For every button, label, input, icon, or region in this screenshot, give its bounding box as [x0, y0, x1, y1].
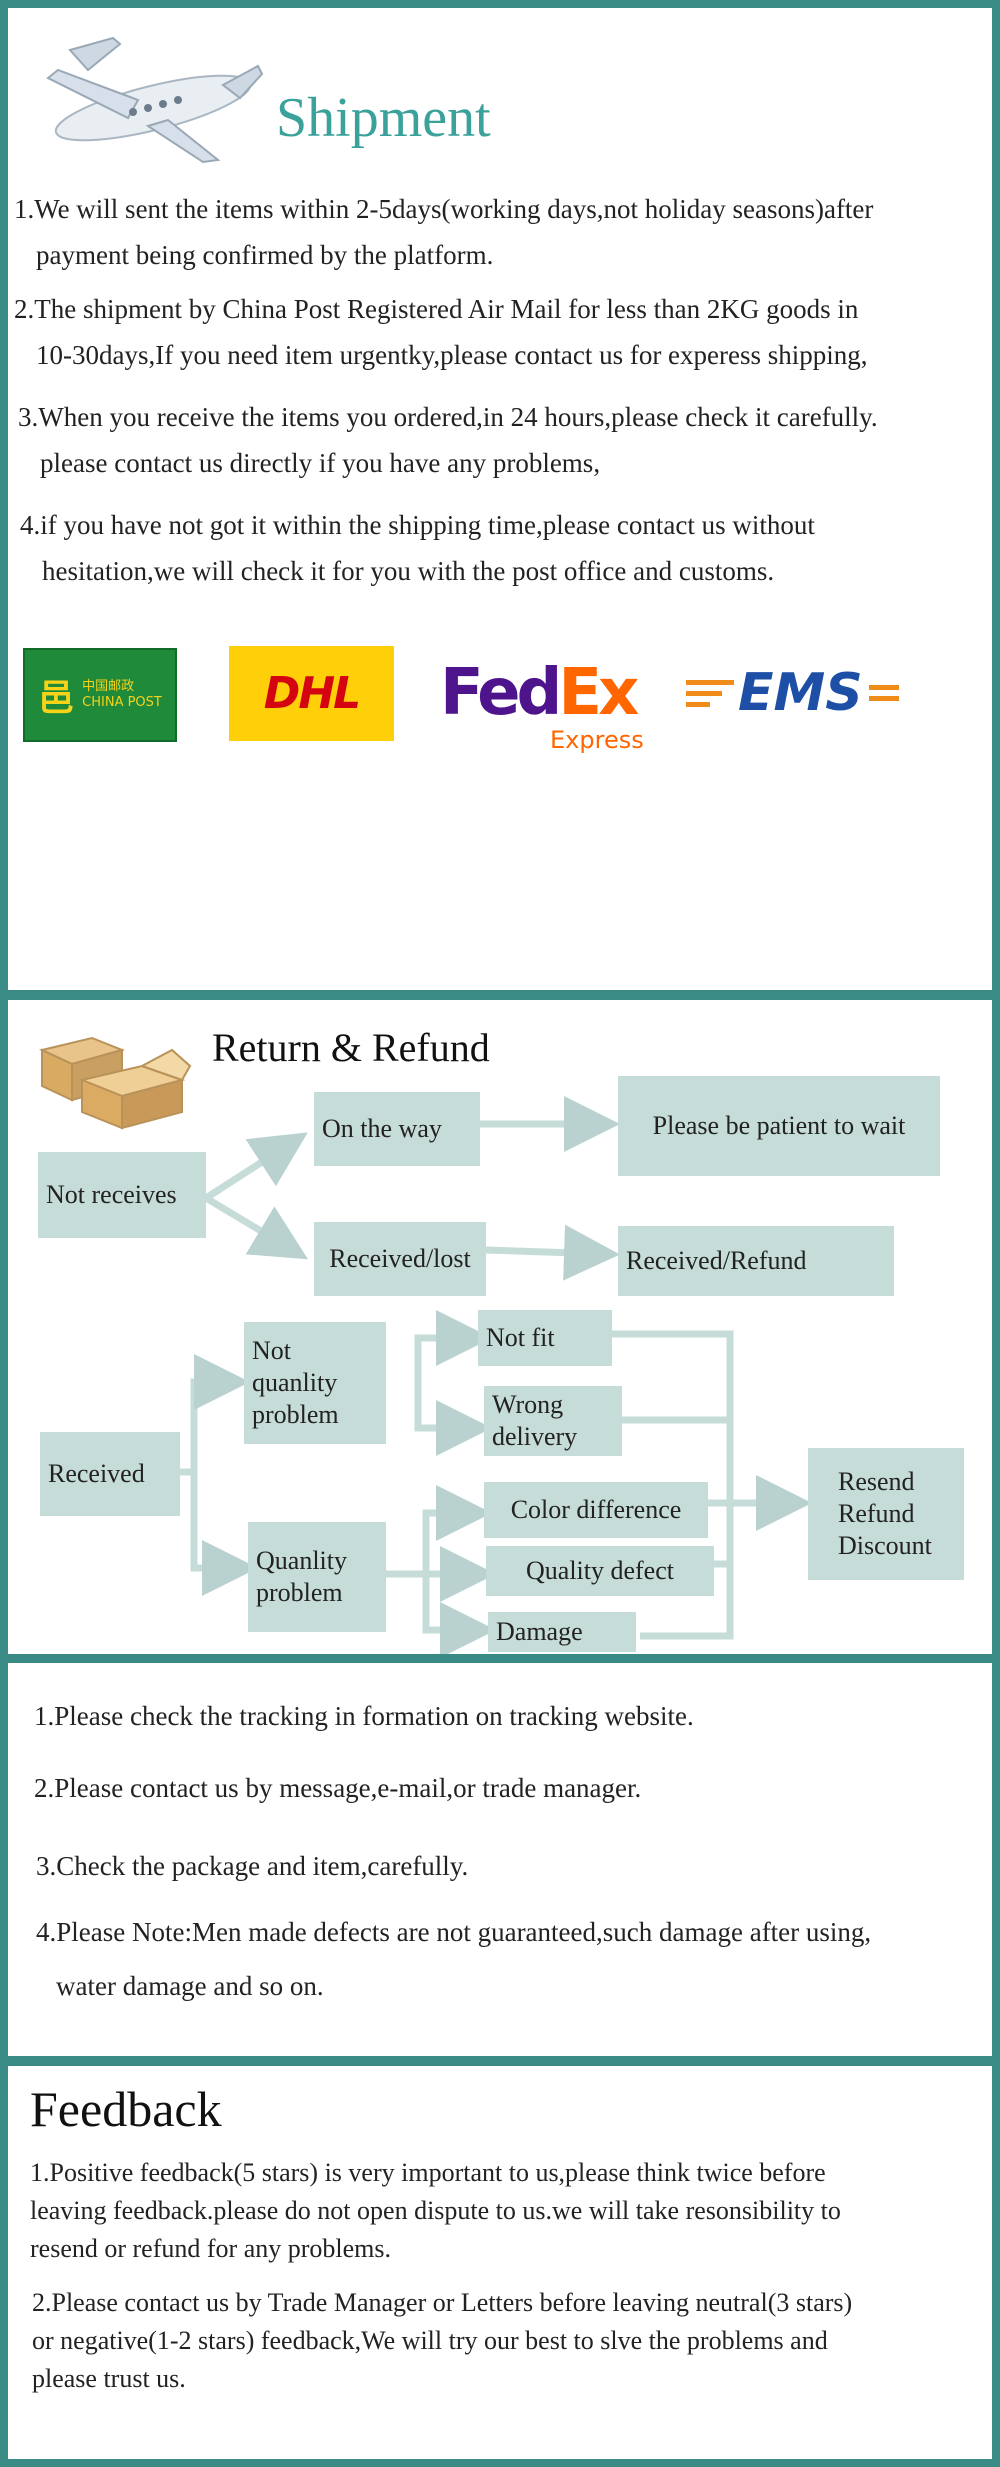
dhl-logo-text: DHL	[263, 668, 361, 719]
feedback-item-2-line3: please trust us.	[32, 2364, 186, 2393]
china-post-logo: ⾢ 中国邮政 CHINA POST	[23, 648, 177, 742]
flow-quality-defect-label: Quality defect	[526, 1556, 674, 1585]
return-refund-title: Return & Refund	[212, 1025, 490, 1070]
boxes-icon	[38, 1036, 192, 1130]
shipment-item-1-line2: payment being confirmed by the platform.	[36, 240, 494, 270]
tip-4: 4.Please Note:Men made defects are not g…	[36, 1917, 872, 1947]
flow-resend-refund-discount: Resend Refund Discount	[808, 1448, 964, 1580]
feedback-item-2-line2: or negative(1-2 stars) feedback,We will …	[32, 2326, 828, 2355]
flow-damage: Damage	[488, 1612, 636, 1652]
feedback-item-1-line3: resend or refund for any problems.	[30, 2234, 391, 2263]
flow-quality-problem-label: Quanlity problem	[256, 1546, 347, 1607]
feedback-item-1-line2: leaving feedback.please do not open disp…	[30, 2196, 841, 2225]
flow-be-patient: Please be patient to wait	[618, 1076, 940, 1176]
flow-wrong-delivery: Wrong delivery	[484, 1386, 622, 1456]
flow-not-receives-label: Not receives	[46, 1180, 177, 1209]
flow-on-the-way-label: On the way	[322, 1114, 442, 1143]
shipment-item-3-line2: please contact us directly if you have a…	[40, 448, 601, 478]
tip-1: 1.Please check the tracking in formation…	[34, 1701, 694, 1731]
ems-logo-text: EMS	[738, 663, 863, 723]
flow-received-lost: Received/lost	[314, 1222, 486, 1296]
flow-arrows	[180, 1096, 812, 1654]
tip-3: 3.Check the package and item,carefully.	[36, 1851, 469, 1881]
fedex-logo-fed: Fed	[440, 656, 562, 730]
fedex-logo-ex: Ex	[558, 656, 639, 730]
flow-damage-label: Damage	[496, 1617, 583, 1646]
shipment-item-1: 1.We will sent the items within 2-5days(…	[14, 186, 974, 278]
flow-not-fit-label: Not fit	[486, 1323, 555, 1352]
feedback-item-1-line1: 1.Positive feedback(5 stars) is very imp…	[30, 2158, 826, 2187]
flow-quality-problem: Quanlity problem	[248, 1522, 386, 1632]
shipment-item-4: 4.if you have not got it within the ship…	[20, 502, 980, 594]
china-post-logo-text: 中国邮政	[82, 679, 135, 694]
tip-2: 2.Please contact us by message,e-mail,or…	[34, 1773, 642, 1803]
shipment-item-3: 3.When you receive the items you ordered…	[18, 394, 978, 486]
ems-logo: EMS	[686, 658, 899, 728]
shipment-panel: Shipment 1.We will sent the items within…	[8, 8, 992, 990]
shipment-item-4-line1: 4.if you have not got it within the ship…	[20, 510, 815, 540]
feedback-title: Feedback	[30, 2081, 222, 2137]
flow-not-fit: Not fit	[478, 1310, 612, 1366]
ems-stripes-icon	[686, 679, 734, 707]
flow-wrong-delivery-label: Wrong delivery	[492, 1390, 578, 1451]
feedback-item-2: 2.Please contact us by Trade Manager or …	[32, 2284, 987, 2398]
flow-color-difference-label: Color difference	[510, 1495, 682, 1524]
shipment-item-2: 2.The shipment by China Post Registered …	[14, 286, 974, 378]
tip-4-cont: water damage and so on.	[56, 1971, 324, 2001]
flow-received-refund-label: Received/Refund	[626, 1246, 807, 1275]
flow-received-label: Received	[48, 1459, 145, 1488]
flow-not-quality-problem: Not quanlity problem	[244, 1322, 386, 1444]
shipment-item-3-line1: 3.When you receive the items you ordered…	[18, 402, 878, 432]
feedback-panel: Feedback 1.Positive feedback(5 stars) is…	[8, 2066, 992, 2459]
fedex-logo: FedEx Express	[440, 656, 660, 754]
shipment-item-4-line2: hesitation,we will check it for you with…	[42, 556, 775, 586]
feedback-item-2-line1: 2.Please contact us by Trade Manager or …	[32, 2288, 853, 2317]
china-post-logo-sub: CHINA POST	[82, 695, 162, 710]
tips-panel: 1.Please check the tracking in formation…	[8, 1663, 992, 2056]
flow-be-patient-label: Please be patient to wait	[652, 1111, 906, 1140]
flow-received: Received	[40, 1432, 180, 1516]
flow-resend-refund-discount-label: Resend Refund Discount	[838, 1467, 932, 1560]
fedex-logo-sub: Express	[550, 726, 644, 754]
flow-color-difference: Color difference	[484, 1482, 708, 1538]
airplane-icon	[46, 36, 264, 164]
flow-not-quality-problem-label: Not quanlity problem	[252, 1336, 339, 1429]
dhl-logo: DHL	[229, 646, 394, 741]
shipment-item-1-line1: 1.We will sent the items within 2-5days(…	[14, 194, 874, 224]
ems-stripes-right-icon	[868, 685, 899, 701]
return-refund-panel: Return & Refund Not receives	[8, 1000, 992, 1654]
feedback-item-1: 1.Positive feedback(5 stars) is very imp…	[30, 2154, 985, 2268]
flow-quality-defect: Quality defect	[486, 1546, 714, 1596]
shipment-item-2-line1: 2.The shipment by China Post Registered …	[14, 294, 859, 324]
shipment-title: Shipment	[276, 87, 491, 149]
flow-received-refund: Received/Refund	[618, 1226, 894, 1296]
shipment-item-2-line2: 10-30days,If you need item urgentky,plea…	[36, 340, 868, 370]
flow-received-lost-label: Received/lost	[329, 1244, 471, 1273]
china-post-emblem-icon: ⾢	[38, 678, 75, 719]
flow-not-receives: Not receives	[38, 1152, 206, 1238]
flow-on-the-way: On the way	[314, 1092, 480, 1166]
